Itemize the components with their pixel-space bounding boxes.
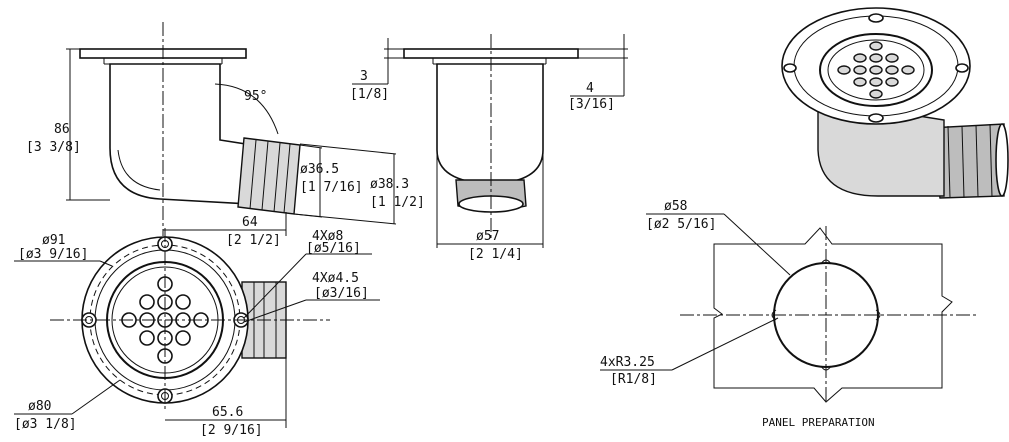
flange-diameter-label: ø91	[42, 233, 65, 248]
hole-large-inch-label: [ø5/16]	[306, 241, 361, 256]
panel-outline	[713, 227, 953, 403]
panel-caption: PANEL PREPARATION	[762, 416, 875, 429]
hose-reach-label: 65.6	[212, 405, 243, 420]
iso-hose-barb	[929, 123, 1009, 199]
iso-drain-holes	[837, 41, 915, 99]
length-inch-label: [2 1/2]	[226, 233, 281, 248]
cutout-diameter-inch-label: [ø2 5/16]	[646, 217, 716, 232]
hose-outer-label: ø38.3	[370, 177, 409, 192]
length-label: 64	[242, 215, 258, 230]
notch-radius-label: 4xR3.25	[600, 355, 655, 370]
front-view: 3 [1/8] 4 [3/16] ø57 [2 1/4]	[350, 34, 628, 262]
hose-outer-inch-label: [1 1/2]	[370, 195, 425, 210]
side-view: 95° 86 [3 3/8] ø36.5 [1 7/16] ø38.3 [1 1…	[26, 22, 425, 248]
panel-cutout	[773, 262, 879, 368]
body-diameter-inch-label: [2 1/4]	[468, 247, 523, 262]
bolt-circle-label: ø80	[28, 399, 51, 414]
height-inch-label: [3 3/8]	[26, 140, 81, 155]
hose-inner-inch-label: [1 7/16]	[300, 180, 363, 195]
top-view: ø91 [ø3 9/16] 4Xø8 [ø5/16] 4Xø4.5 [ø3/16…	[14, 228, 380, 438]
body-diameter-label: ø57	[476, 229, 499, 244]
cutout-diameter-label: ø58	[664, 199, 687, 214]
flange-thickness-inch-label: [1/8]	[350, 87, 389, 102]
hose-inner-label: ø36.5	[300, 162, 339, 177]
flange-diameter-inch-label: [ø3 9/16]	[18, 247, 88, 262]
iso-body	[817, 99, 945, 197]
side-hose-barb	[237, 137, 301, 215]
height-label: 86	[54, 122, 70, 137]
bolt-circle-inch-label: [ø3 1/8]	[14, 417, 77, 432]
hole-small-label: 4Xø4.5	[312, 271, 359, 286]
angle-arc	[214, 83, 279, 135]
offset-inch-label: [3/16]	[568, 97, 615, 112]
front-body	[436, 63, 544, 185]
notch-radius-inch-label: [R1/8]	[610, 372, 657, 387]
isometric-view	[781, 7, 1009, 199]
offset-label: 4	[586, 81, 594, 96]
hole-large-label: 4Xø8	[312, 229, 343, 244]
iso-grate	[819, 33, 933, 107]
hole-small-inch-label: [ø3/16]	[314, 286, 369, 301]
hose-reach-inch-label: [2 9/16]	[200, 423, 263, 438]
flange-thickness-label: 3	[360, 69, 368, 84]
panel-preparation: ø58 [ø2 5/16] 4xR3.25 [R1/8] PANEL PREPA…	[600, 199, 976, 429]
angle-label: 95°	[244, 89, 267, 104]
